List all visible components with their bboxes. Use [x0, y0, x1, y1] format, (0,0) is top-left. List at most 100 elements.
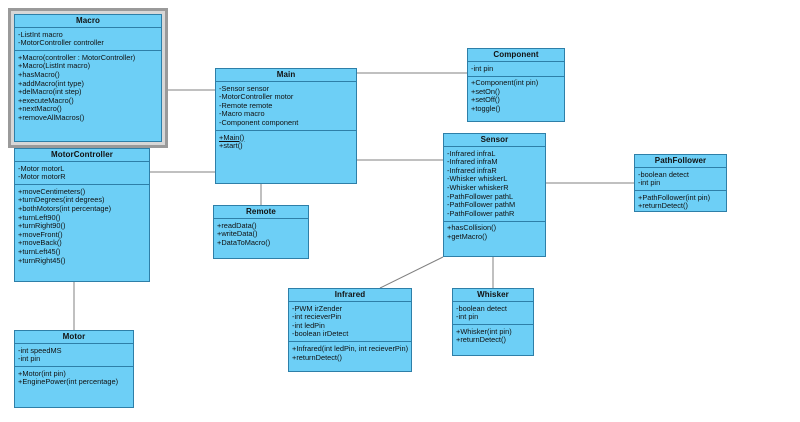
attribute-row: -boolean detect: [456, 303, 507, 313]
methods-sensor: +hasCollision()+getMacro(): [444, 222, 545, 244]
attribute-row: -MotorController motor: [219, 92, 294, 102]
class-box-pathfollower[interactable]: PathFollower-boolean detect-int pin+Path…: [634, 154, 727, 212]
attributes-component: -int pin: [468, 62, 564, 77]
methods-main: +Main()+start(): [216, 131, 356, 153]
method-row: +DataToMacro(): [217, 237, 271, 247]
method-row: +readData(): [217, 220, 257, 230]
method-row: +turnLeft90(): [18, 212, 61, 222]
class-box-macro[interactable]: Macro-ListInt macro-MotorController cont…: [14, 14, 162, 142]
attribute-row: -Motor motorR: [18, 172, 66, 182]
attribute-row: -Sensor sensor: [219, 83, 270, 93]
methods-motor: +Motor(int pin)+EnginePower(int percenta…: [15, 367, 133, 389]
method-row: +bothMotors(int percentage): [18, 203, 112, 213]
method-row: +setOff(): [471, 95, 500, 105]
attribute-row: -Macro macro: [219, 109, 265, 119]
method-row: +Macro(ListInt macro): [18, 61, 91, 71]
attributes-infrared: -PWM irZender-int recieverPin-int ledPin…: [289, 302, 411, 343]
class-box-motor[interactable]: Motor-int speedMS-int pin+Motor(int pin)…: [14, 330, 134, 408]
attribute-row: -Remote remote: [219, 100, 273, 110]
method-row: +removeAllMacros(): [18, 112, 85, 122]
methods-infrared: +Infrared(int ledPin, int recieverPin)+r…: [289, 342, 411, 364]
attributes-sensor: -Infrared infraL-Infrared infraM-Infrare…: [444, 147, 545, 222]
attribute-row: -int recieverPin: [292, 312, 342, 322]
class-name-macro: Macro: [15, 15, 161, 28]
attributes-main: -Sensor sensor-MotorController motor-Rem…: [216, 82, 356, 131]
class-name-pathfollower: PathFollower: [635, 155, 726, 168]
method-row: +returnDetect(): [292, 352, 342, 362]
class-box-remote[interactable]: Remote+readData()+writeData()+DataToMacr…: [213, 205, 309, 259]
attribute-row: -ListInt macro: [18, 29, 63, 39]
attributes-whisker: -boolean detect-int pin: [453, 302, 533, 326]
attribute-row: -int pin: [638, 178, 661, 188]
methods-macro: +Macro(controller : MotorController)+Mac…: [15, 51, 161, 125]
method-row: +addMacro(int type): [18, 78, 84, 88]
attribute-row: -Infrared infraM: [447, 157, 498, 167]
attributes-motor: -int speedMS-int pin: [15, 344, 133, 368]
class-name-motorcontroller: MotorController: [15, 149, 149, 162]
method-row: +hasCollision(): [447, 223, 497, 233]
method-row: +PathFollower(int pin): [638, 192, 711, 202]
class-box-motorcontroller[interactable]: MotorController-Motor motorL-Motor motor…: [14, 148, 150, 282]
attribute-row: -PathFollower pathR: [447, 208, 515, 218]
method-row: +Motor(int pin): [18, 368, 66, 378]
methods-whisker: +Whisker(int pin)+returnDetect(): [453, 325, 533, 347]
attribute-row: -Infrared infraL: [447, 148, 496, 158]
method-row: +getMacro(): [447, 231, 488, 241]
attribute-row: -boolean irDetect: [292, 329, 349, 339]
attributes-pathfollower: -boolean detect-int pin: [635, 168, 726, 192]
attributes-motorcontroller: -Motor motorL-Motor motorR: [15, 162, 149, 186]
method-row: +Infrared(int ledPin, int recieverPin): [292, 343, 409, 353]
connector-sensor-to-infrared: [379, 256, 444, 289]
attribute-row: -int pin: [471, 63, 494, 73]
method-row: +Macro(controller : MotorController): [18, 52, 136, 62]
attribute-row: -PathFollower pathM: [447, 200, 516, 210]
method-row: +moveCentimeters(): [18, 186, 86, 196]
class-box-sensor[interactable]: Sensor-Infrared infraL-Infrared infraM-I…: [443, 133, 546, 257]
attribute-row: -PWM irZender: [292, 303, 343, 313]
method-row: +turnRight90(): [18, 221, 66, 231]
class-name-whisker: Whisker: [453, 289, 533, 302]
attributes-macro: -ListInt macro-MotorController controlle…: [15, 28, 161, 52]
attribute-row: -Infrared infraR: [447, 165, 497, 175]
method-row: +start(): [219, 141, 243, 151]
class-box-component[interactable]: Component-int pin+Component(int pin)+set…: [467, 48, 565, 122]
method-row: +executeMacro(): [18, 95, 74, 105]
method-row: +moveFront(): [18, 229, 63, 239]
method-row: +Main(): [219, 132, 245, 142]
class-name-infrared: Infrared: [289, 289, 411, 302]
method-row: +turnLeft45(): [18, 246, 61, 256]
method-row: +moveBack(): [18, 238, 62, 248]
attribute-row: -MotorController controller: [18, 38, 104, 48]
method-row: +toggle(): [471, 103, 501, 113]
method-row: +Whisker(int pin): [456, 326, 512, 336]
attribute-row: -int ledPin: [292, 320, 325, 330]
class-name-main: Main: [216, 69, 356, 82]
class-name-motor: Motor: [15, 331, 133, 344]
attribute-row: -PathFollower pathL: [447, 191, 514, 201]
attribute-row: -Motor motorL: [18, 163, 65, 173]
attribute-row: -int speedMS: [18, 345, 62, 355]
method-row: +returnDetect(): [456, 335, 506, 345]
class-name-sensor: Sensor: [444, 134, 545, 147]
attribute-row: -int pin: [456, 312, 479, 322]
method-row: +EnginePower(int percentage): [18, 377, 119, 387]
class-name-component: Component: [468, 49, 564, 62]
method-row: +turnDegrees(int degrees): [18, 195, 105, 205]
attribute-row: -Whisker whiskerL: [447, 174, 508, 184]
method-row: +nextMacro(): [18, 104, 62, 114]
attribute-row: -Whisker whiskerR: [447, 182, 509, 192]
method-row: +delMacro(int step): [18, 87, 82, 97]
methods-pathfollower: +PathFollower(int pin)+returnDetect(): [635, 191, 726, 213]
method-row: +hasMacro(): [18, 69, 60, 79]
method-row: +Component(int pin): [471, 78, 539, 88]
method-row: +returnDetect(): [638, 201, 688, 211]
class-box-infrared[interactable]: Infrared-PWM irZender-int recieverPin-in…: [288, 288, 412, 372]
attribute-row: -Component component: [219, 117, 299, 127]
method-row: +setOn(): [471, 86, 500, 96]
class-box-main[interactable]: Main-Sensor sensor-MotorController motor…: [215, 68, 357, 184]
attribute-row: -int pin: [18, 354, 41, 364]
method-row: +writeData(): [217, 229, 258, 239]
methods-remote: +readData()+writeData()+DataToMacro(): [214, 219, 308, 250]
class-box-whisker[interactable]: Whisker-boolean detect-int pin+Whisker(i…: [452, 288, 534, 356]
